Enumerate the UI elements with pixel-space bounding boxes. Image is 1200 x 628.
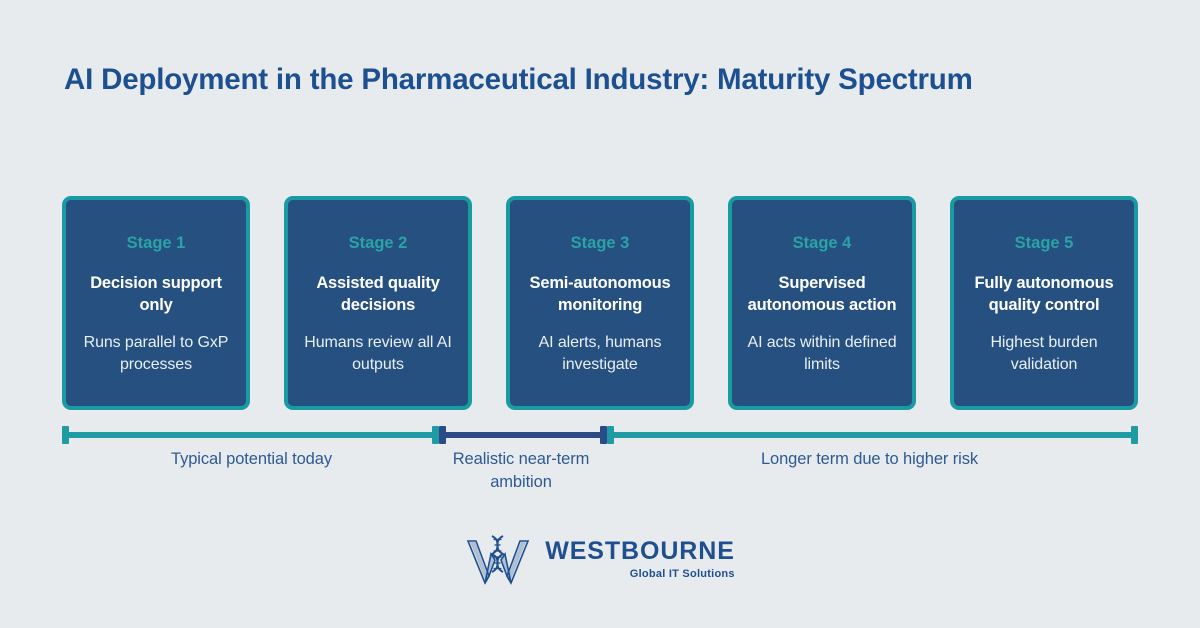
timeline-caption-2: Realistic near-term ambition xyxy=(452,450,590,491)
timeline-tick-3-navy xyxy=(600,426,607,444)
stage-card-2-description: Humans review all AI outputs xyxy=(304,334,452,374)
timeline-tick-end xyxy=(1131,426,1138,444)
stage-card-1-description: Runs parallel to GxP processes xyxy=(83,334,229,374)
timeline-captions: Typical potential today Realistic near-t… xyxy=(62,446,1138,506)
stage-card-3-stage-label: Stage 3 xyxy=(570,234,630,252)
timeline-caption-3: Longer term due to higher risk xyxy=(760,450,979,468)
timeline-tick-3-teal xyxy=(607,426,614,444)
westbourne-dna-w-icon xyxy=(467,535,530,585)
stage-card-4-stage-label: Stage 4 xyxy=(792,234,852,252)
stage-card-3-title: Semi-autonomous monitoring xyxy=(529,273,671,314)
stage-card-1-title: Decision support only xyxy=(90,273,222,314)
westbourne-wordmark: WESTBOURNE xyxy=(545,536,735,565)
stage-card-2-stage-label: Stage 2 xyxy=(348,234,408,252)
page-title: AI Deployment in the Pharmaceutical Indu… xyxy=(64,63,973,96)
stage-card-5: Stage 5 Fully autonomous quality control… xyxy=(950,196,1138,410)
stage-card-1-stage-label: Stage 1 xyxy=(126,234,186,252)
stage-card-4-description: AI acts within defined limits xyxy=(747,334,897,374)
stage-card-3: Stage 3 Semi-autonomous monitoring AI al… xyxy=(506,196,694,410)
westbourne-tagline: Global IT Solutions xyxy=(629,567,735,580)
stage-card-1: Stage 1 Decision support only Runs paral… xyxy=(62,196,250,410)
stage-card-2: Stage 2 Assisted quality decisions Human… xyxy=(284,196,472,410)
timeline-tick-2-teal xyxy=(432,426,439,444)
timeline-tick-start xyxy=(62,426,69,444)
westbourne-logo: WESTBOURNE Global IT Solutions xyxy=(0,532,1200,586)
timeline-segment-1 xyxy=(66,432,437,438)
timeline-tick-2-navy xyxy=(439,426,446,444)
stage-card-4-title: Supervised autonomous action xyxy=(747,273,897,314)
maturity-timeline-bar xyxy=(62,426,1138,444)
timeline-caption-1: Typical potential today xyxy=(171,450,332,468)
timeline-segment-2 xyxy=(437,432,605,438)
timeline-segment-3 xyxy=(605,432,1134,438)
stage-card-5-description: Highest burden validation xyxy=(990,334,1098,374)
stage-cards-row: Stage 1 Decision support only Runs paral… xyxy=(62,196,1138,410)
stage-card-3-description: AI alerts, humans investigate xyxy=(538,334,662,374)
stage-card-5-stage-label: Stage 5 xyxy=(1014,234,1074,252)
stage-card-4: Stage 4 Supervised autonomous action AI … xyxy=(728,196,916,410)
stage-card-2-title: Assisted quality decisions xyxy=(316,273,440,314)
westbourne-logo-text: WESTBOURNE Global IT Solutions xyxy=(545,536,735,580)
stage-card-5-title: Fully autonomous quality control xyxy=(974,273,1114,314)
